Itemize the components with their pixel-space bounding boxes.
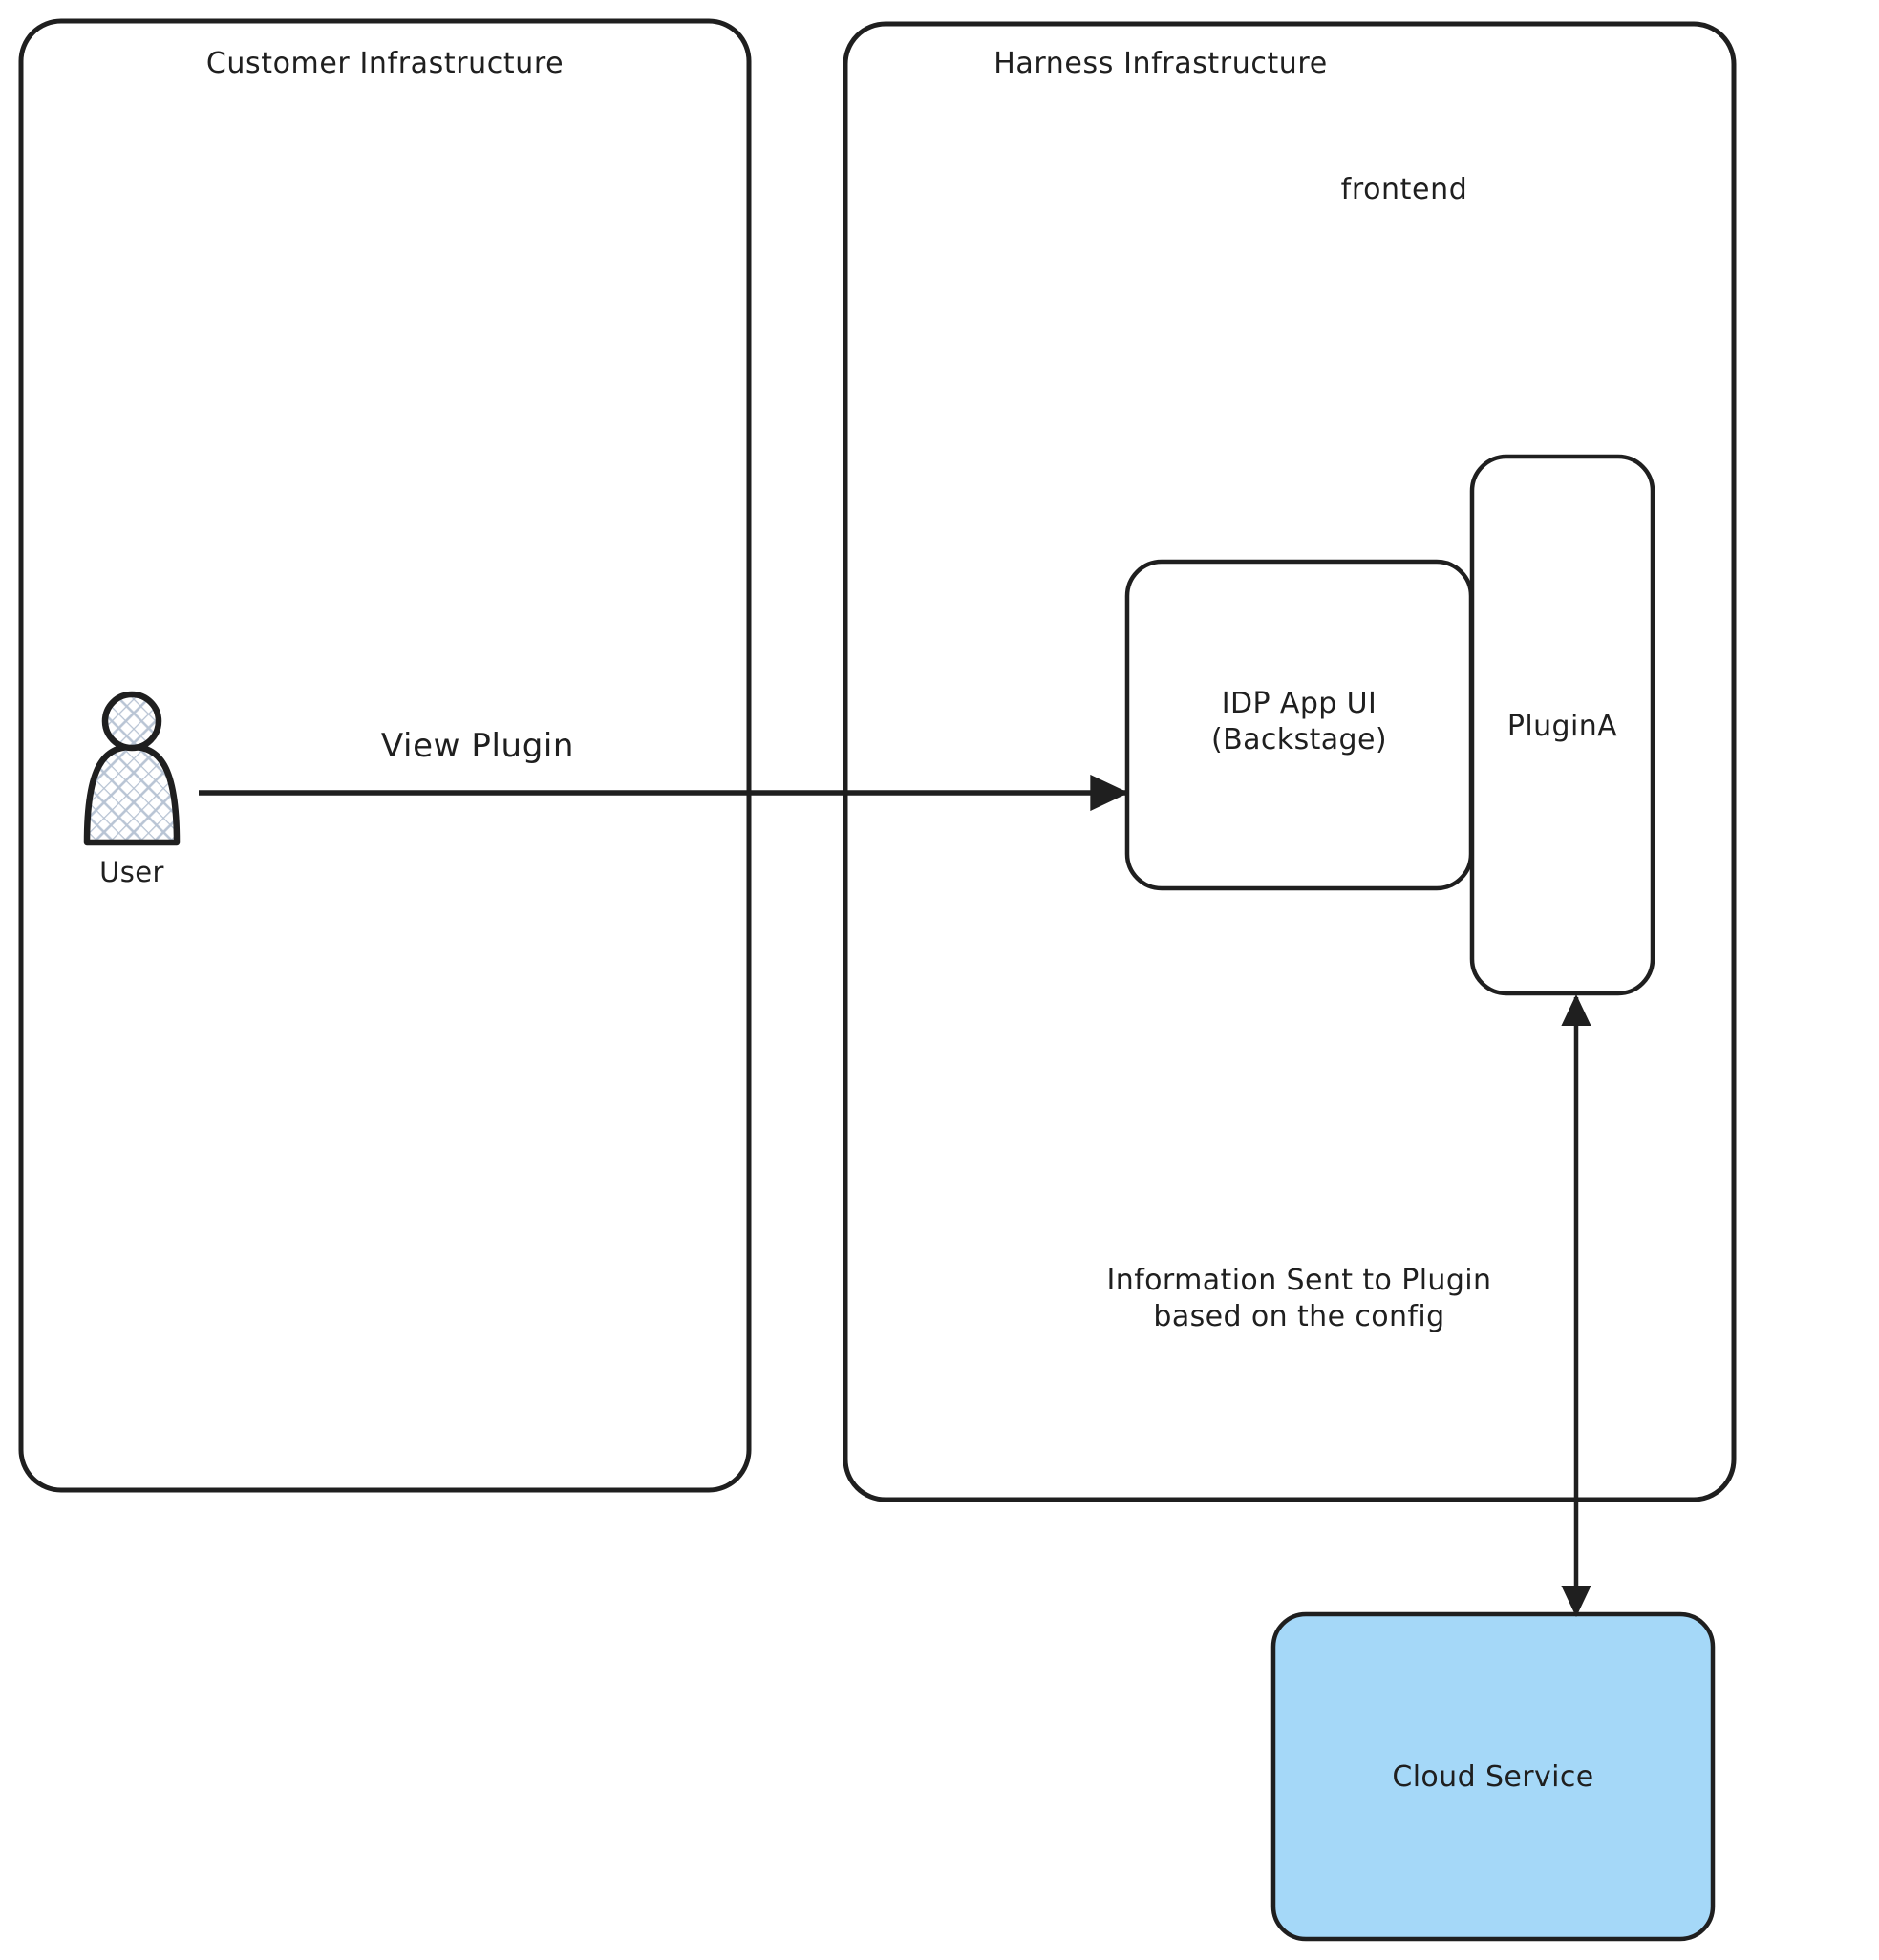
node-idp-app-ui[interactable] xyxy=(1124,559,1474,891)
user-actor-icon xyxy=(83,691,181,846)
cloud-service-hit-target[interactable] xyxy=(1273,1614,1713,1939)
customer-infrastructure-boundary xyxy=(18,18,752,1493)
group-customer-infrastructure xyxy=(18,18,752,1493)
plugin-a-hit-target[interactable] xyxy=(1472,457,1653,993)
idp-app-ui-hit-target[interactable] xyxy=(1127,562,1471,888)
user-actor-hit-target[interactable] xyxy=(84,692,180,846)
group-harness-infrastructure xyxy=(843,21,1737,1502)
node-cloud-service[interactable] xyxy=(1270,1611,1716,1942)
harness-infrastructure-boundary xyxy=(843,21,1737,1502)
